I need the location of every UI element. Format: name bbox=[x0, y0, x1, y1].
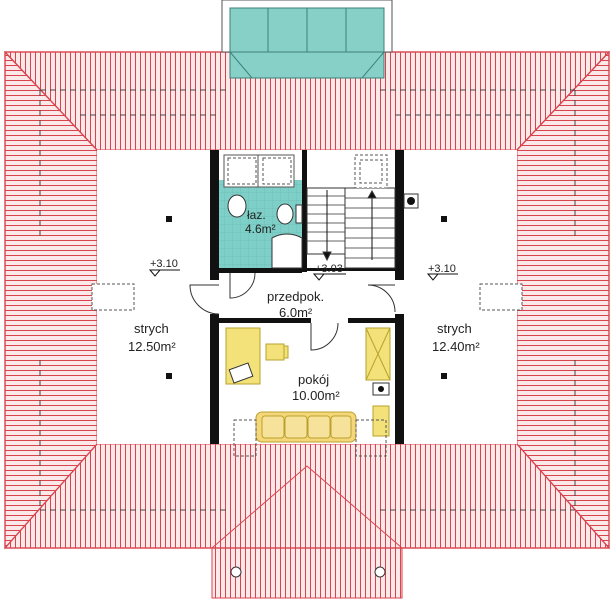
knee-wall-outline bbox=[39, 89, 576, 511]
level-center: +3.03 bbox=[315, 263, 343, 275]
attic-right-name: strych bbox=[437, 321, 472, 336]
attic-right-area: 12.40m² bbox=[432, 339, 480, 354]
roof-vent-icon bbox=[230, 566, 242, 578]
shower bbox=[271, 233, 303, 269]
bathroom-name: łaz. bbox=[247, 208, 266, 222]
dormer-right bbox=[479, 283, 523, 311]
bathroom bbox=[219, 154, 303, 269]
room-name: pokój bbox=[298, 372, 329, 387]
dormer-left bbox=[91, 283, 135, 311]
sofa bbox=[255, 411, 357, 443]
level-marks bbox=[148, 269, 458, 281]
hall-name: przedpok. bbox=[267, 289, 324, 304]
hall-area: 6.0m² bbox=[279, 305, 313, 320]
chimney-icon bbox=[403, 193, 419, 209]
attic-left-area: 12.50m² bbox=[128, 339, 176, 354]
roof bbox=[3, 50, 611, 599]
level-right: +3.10 bbox=[428, 263, 456, 275]
skylight bbox=[221, 0, 393, 79]
room-furniture bbox=[225, 327, 391, 457]
level-left: +3.10 bbox=[150, 258, 178, 270]
toilet bbox=[276, 203, 294, 225]
attic-left-name: strych bbox=[134, 321, 169, 336]
sink bbox=[227, 194, 247, 218]
bathroom-area: 4.6m² bbox=[245, 222, 276, 236]
roof-markers bbox=[166, 216, 447, 379]
chair bbox=[265, 343, 285, 361]
roof-vent-icon bbox=[374, 566, 386, 578]
staircase bbox=[306, 154, 396, 269]
stair-arrow-icon bbox=[322, 251, 332, 262]
room-area: 10.00m² bbox=[292, 388, 340, 403]
doors bbox=[189, 272, 396, 351]
